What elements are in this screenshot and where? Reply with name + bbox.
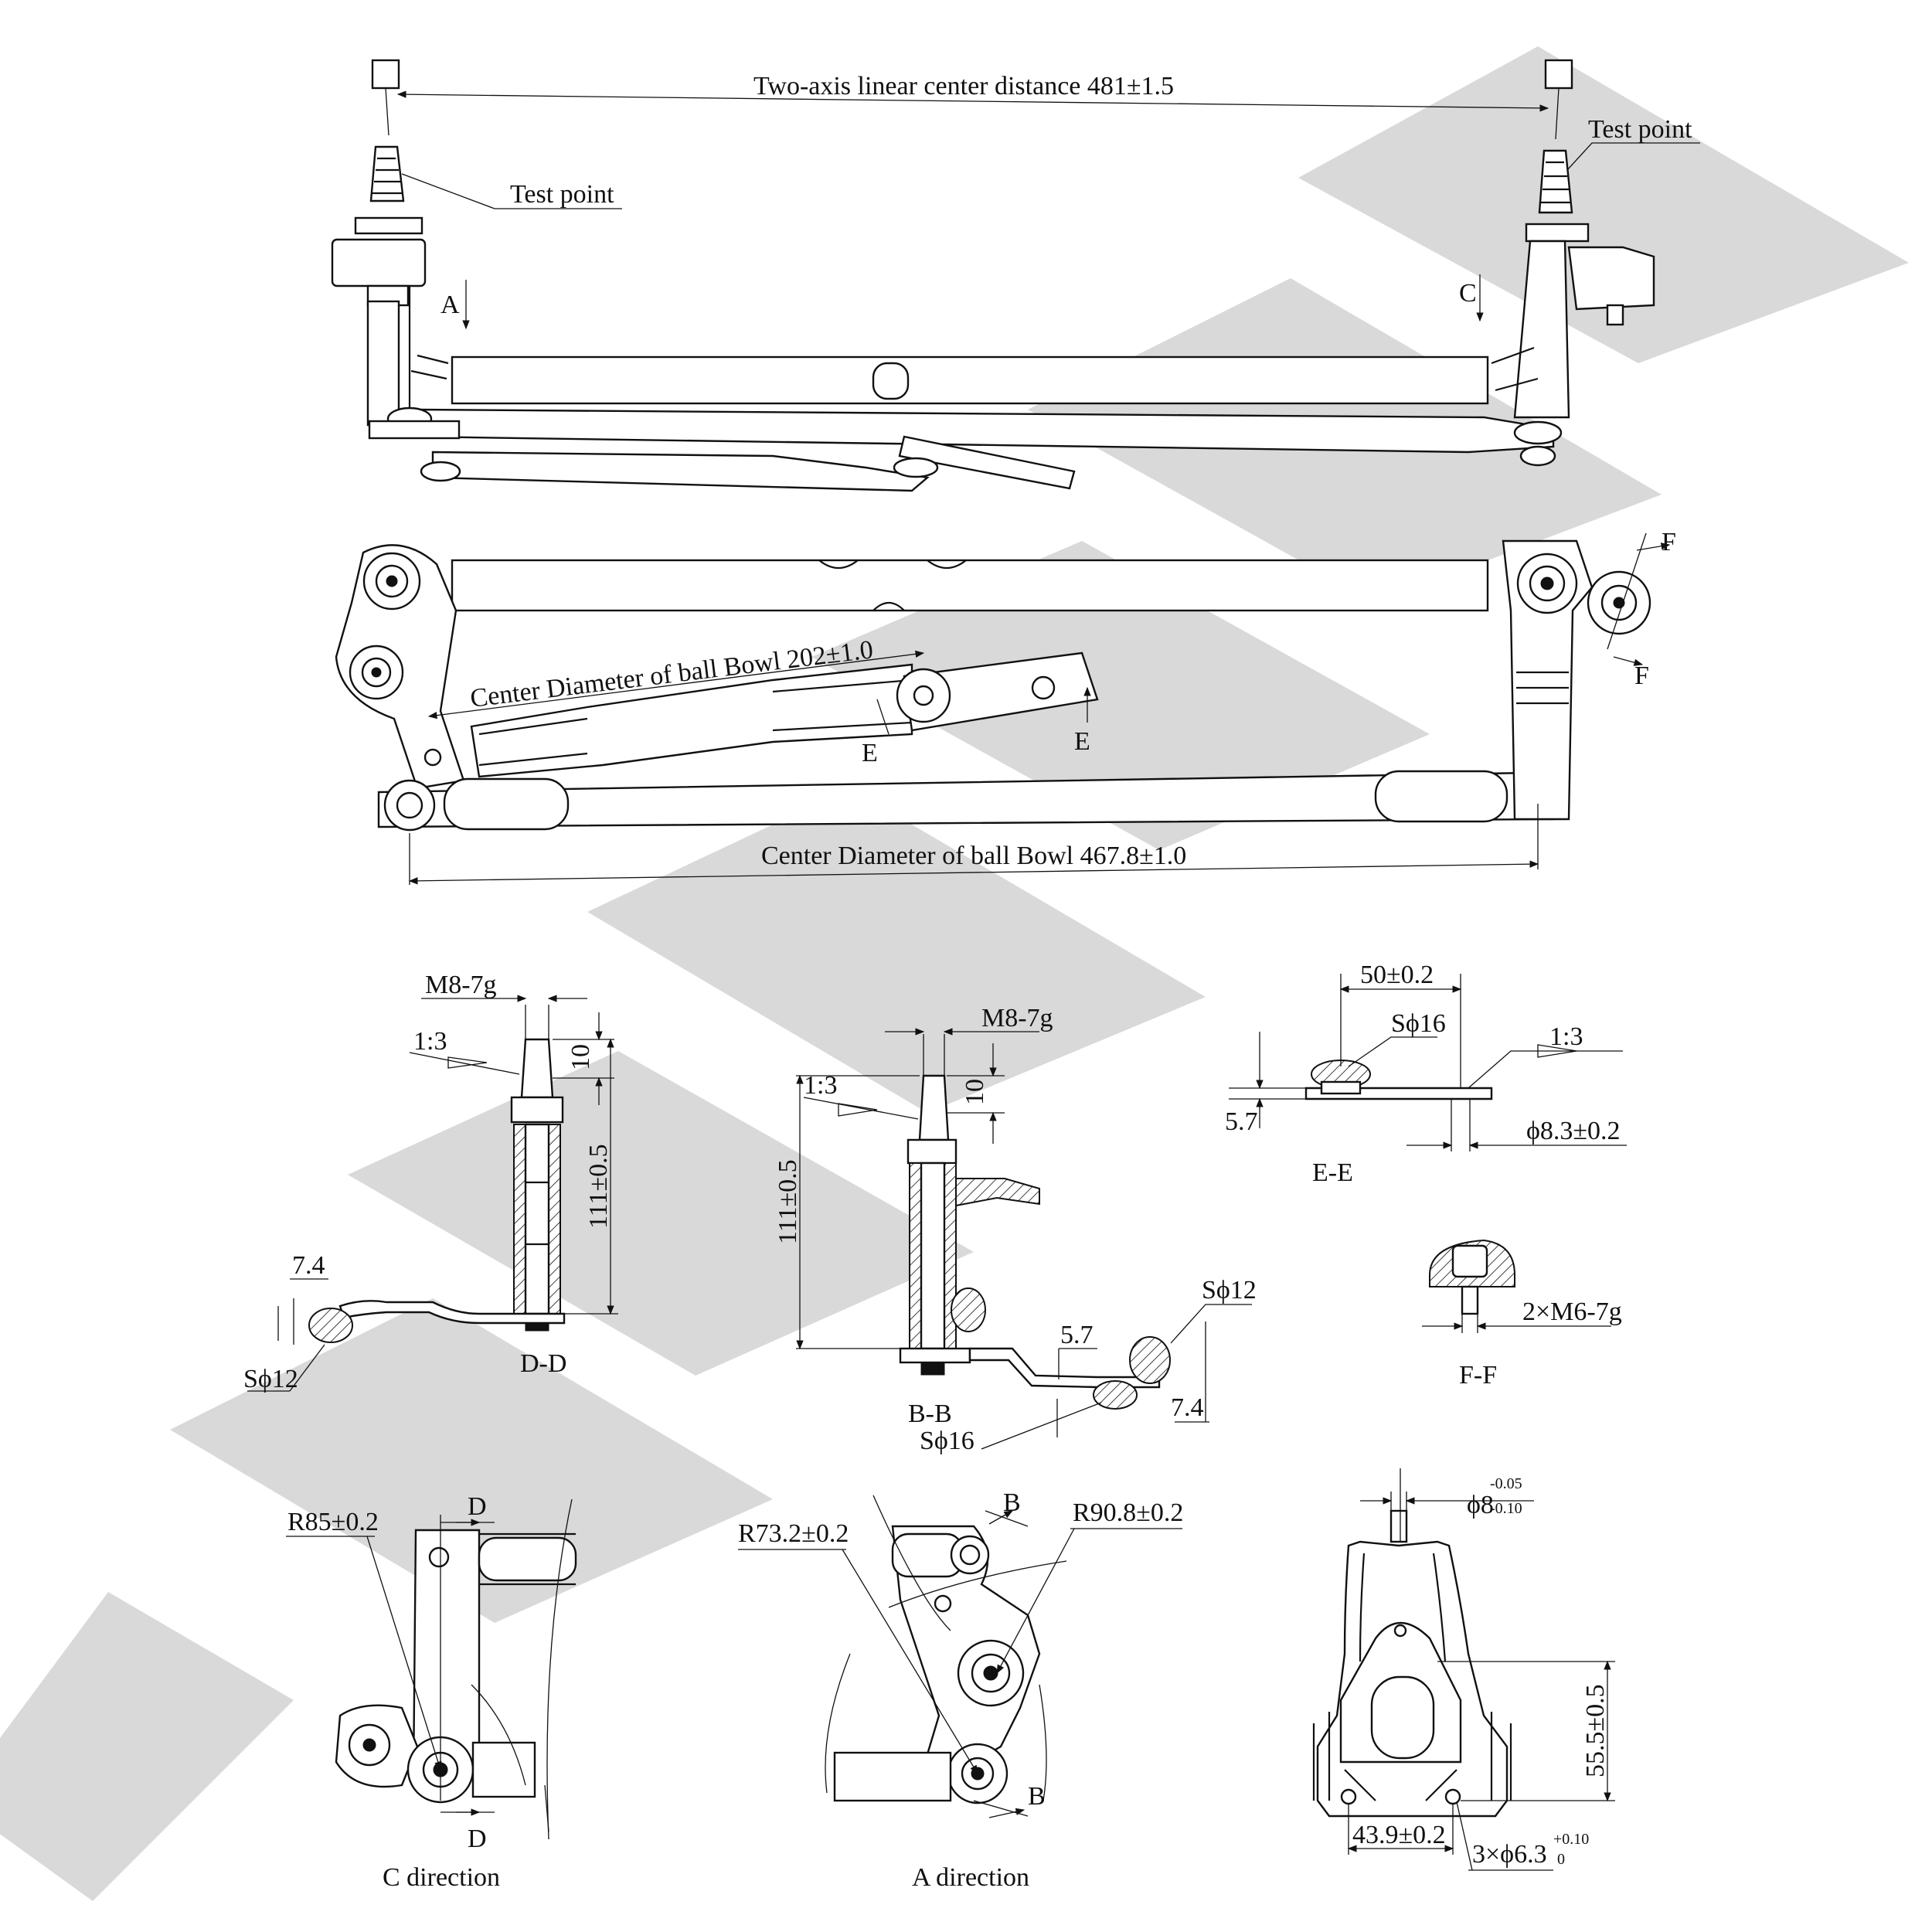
ff-thread: 2×M6-7g	[1522, 1298, 1622, 1326]
test-point-left: Test point	[510, 180, 614, 209]
section-d-d: M8-7g 1:3 10 111±0.5 7.4 Sϕ12 D-D	[243, 971, 618, 1393]
bb-dim-57: 5.7	[1060, 1321, 1094, 1349]
bb-title: B-B	[908, 1400, 952, 1428]
c-title: C direction	[383, 1863, 500, 1892]
ee-dia: ϕ8.3±0.2	[1526, 1117, 1621, 1145]
bb-ball16: Sϕ16	[920, 1427, 975, 1455]
top-link-rod	[416, 408, 1555, 454]
test-point-right: Test point	[1588, 115, 1692, 144]
view-a-direction: B B R73.2±0.2 R90.8±0.2 A direction	[738, 1488, 1183, 1892]
section-mark-f1: F	[1662, 528, 1676, 556]
dd-thread: M8-7g	[425, 971, 497, 999]
dd-dim-74: 7.4	[292, 1251, 325, 1280]
ee-dim-50: 50±0.2	[1360, 961, 1434, 989]
dd-dim-111: 111±0.5	[584, 1144, 613, 1229]
section-mark-e2: E	[1074, 727, 1090, 756]
section-f-f: 2×M6-7g F-F	[1422, 1239, 1622, 1389]
section-e-e: 50±0.2 Sϕ16 1:3 5.7 ϕ8.3±0.2 E-E	[1225, 961, 1627, 1187]
top-view: Two-axis linear center distance 481±1.5 …	[331, 59, 1700, 492]
bracket-holes-upper-tol: +0.10	[1553, 1831, 1589, 1848]
dd-taper: 1:3	[413, 1027, 447, 1056]
ee-dim-57: 5.7	[1225, 1107, 1258, 1136]
section-mark-f2: F	[1634, 662, 1649, 690]
view-arrow-a: A	[440, 291, 460, 319]
bracket-dia-lower-tol: -0.10	[1490, 1500, 1522, 1517]
ee-title: E-E	[1312, 1158, 1353, 1187]
left-threaded-stud	[369, 145, 405, 202]
ee-ball: Sϕ16	[1391, 1009, 1446, 1038]
bracket-holes-lower-tol: 0	[1557, 1851, 1565, 1868]
section-b-b: M8-7g 1:3 10 111±0.5 5.7 Sϕ12 7.4 Sϕ16 B…	[774, 1004, 1257, 1455]
right-threaded-stud	[1538, 149, 1573, 214]
bb-thread: M8-7g	[981, 1004, 1053, 1032]
top-main-tube	[451, 355, 1489, 405]
ff-title: F-F	[1459, 1361, 1497, 1389]
right-cap	[1544, 59, 1573, 90]
bracket-holes-main: 3×ϕ6.3	[1472, 1840, 1547, 1869]
view-c-direction: D D R85±0.2 C direction	[286, 1492, 577, 1892]
c-cut-d1: D	[468, 1492, 487, 1521]
dim-axis-distance: Two-axis linear center distance 481±1.5	[753, 72, 1174, 100]
c-radius: R85±0.2	[287, 1508, 379, 1536]
dd-dim-10: 10	[566, 1044, 595, 1070]
c-cut-d2: D	[468, 1825, 487, 1853]
dd-ball: Sϕ12	[243, 1365, 298, 1393]
a-cut-b2: B	[1028, 1782, 1046, 1811]
bb-dim-10: 10	[961, 1079, 989, 1105]
front-view: Center Diameter of ball Bowl 202±1.0 Cen…	[335, 528, 1676, 885]
view-arrow-c: C	[1459, 279, 1477, 308]
ee-taper: 1:3	[1549, 1022, 1583, 1051]
bracket-dim-555: 55.5±0.5	[1581, 1684, 1610, 1777]
bracket-dia-main: ϕ8	[1467, 1491, 1494, 1519]
left-cap	[371, 59, 400, 90]
a-cut-b1: B	[1003, 1488, 1021, 1517]
bracket-view: ϕ8 -0.05 -0.10 55.5±0.5 43.9±0.2 3×ϕ6.3 …	[1312, 1468, 1615, 1871]
bracket-dim-439: 43.9±0.2	[1352, 1821, 1446, 1849]
bracket-dia-upper-tol: -0.05	[1490, 1475, 1522, 1492]
a-radius-2: R90.8±0.2	[1073, 1498, 1183, 1527]
section-mark-e1: E	[862, 739, 878, 767]
dd-title: D-D	[520, 1349, 566, 1378]
front-main-tube	[451, 559, 1489, 612]
right-crank	[1502, 539, 1594, 821]
a-radius-1: R73.2±0.2	[738, 1519, 849, 1548]
bb-dim-111: 111±0.5	[774, 1159, 802, 1244]
bb-dim-74: 7.4	[1171, 1393, 1204, 1422]
bb-ball12: Sϕ12	[1202, 1276, 1257, 1304]
dim-bowl-467: Center Diameter of ball Bowl 467.8±1.0	[761, 842, 1186, 870]
a-title: A direction	[912, 1863, 1029, 1892]
